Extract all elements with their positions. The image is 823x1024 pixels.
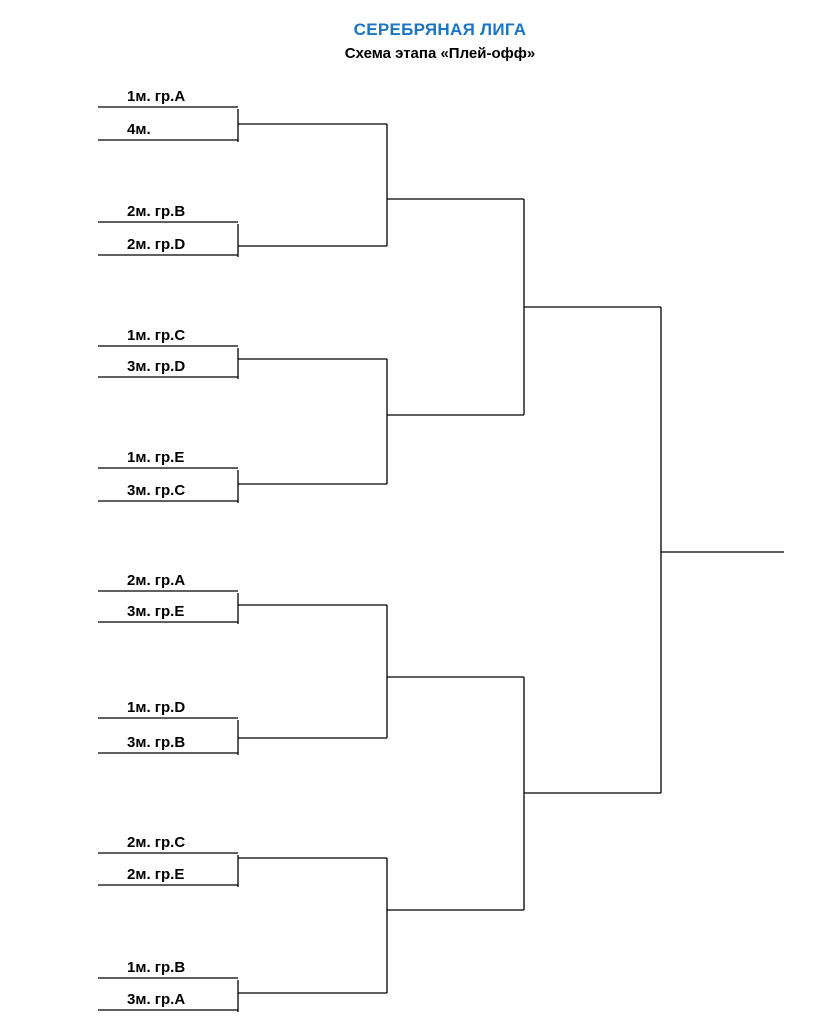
team-slot-label: 2м. гр.E (127, 866, 185, 883)
team-slot-label: 1м. гр.B (127, 959, 186, 976)
team-slot-label: 1м. гр.E (127, 449, 185, 466)
team-slot-label: 1м. гр.C (127, 327, 186, 344)
team-slot-label: 2м. гр.C (127, 834, 186, 851)
team-slot-label: 1м. гр.D (127, 699, 186, 716)
team-slot-label: 3м. гр.D (127, 358, 186, 375)
page-title: СЕРЕБРЯНАЯ ЛИГА (353, 20, 527, 39)
team-slot-label: 1м. гр.A (127, 88, 186, 105)
team-slot-label: 3м. гр.B (127, 734, 186, 751)
team-slot-label: 3м. гр.C (127, 482, 186, 499)
team-slot-label: 3м. гр.A (127, 991, 186, 1008)
team-slot-label: 2м. гр.B (127, 203, 186, 220)
team-slot-label: 2м. гр.A (127, 572, 186, 589)
team-slot-label: 2м. гр.D (127, 236, 186, 253)
team-slot-label: 3м. гр.E (127, 603, 185, 620)
page-subtitle: Схема этапа «Плей-офф» (344, 45, 536, 62)
team-slot-label: 4м. (127, 121, 151, 138)
